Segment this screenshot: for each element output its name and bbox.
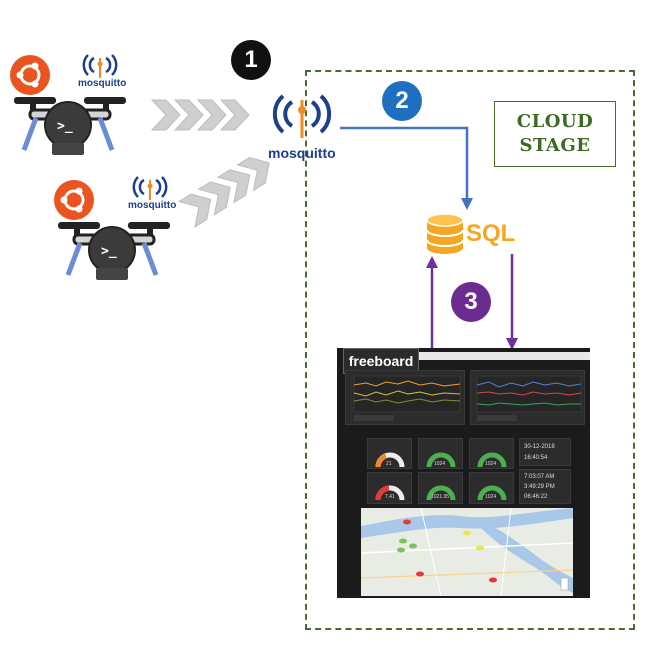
clock-time: 16:40:54: [524, 455, 548, 461]
chart-panel-right: [470, 370, 585, 425]
cloud-label-line1: CLOUD: [516, 111, 594, 132]
freeboard-logo: freeboard: [343, 348, 419, 374]
gauge-value: 1024: [434, 461, 446, 467]
times-panel: 7:03:07 AM 3:49:29 PM 06:46:22: [519, 469, 571, 504]
step-1-badge: 1: [231, 40, 271, 80]
map-marker-icon[interactable]: [463, 530, 471, 536]
zoom-control[interactable]: [560, 577, 569, 591]
gauge-value: 1024: [485, 494, 497, 500]
chevron-arrows-icon: [150, 99, 250, 131]
drone-icon: >_: [58, 222, 170, 280]
map-marker-icon[interactable]: [403, 519, 411, 525]
chart-panel-left: [345, 370, 465, 425]
line-chart: [476, 375, 582, 421]
sunrise-time: 7:03:07 AM: [524, 474, 555, 480]
map-panel[interactable]: [361, 508, 573, 596]
mosquitto-label-small: mosquitto: [78, 78, 127, 89]
uptime-value: 06:46:22: [524, 494, 548, 500]
sunset-time: 3:49:29 PM: [524, 484, 555, 490]
publish-arrow: [340, 126, 473, 210]
map-marker-icon[interactable]: [416, 571, 424, 577]
gauge-value: 7.41: [385, 494, 395, 500]
map-canvas: [361, 508, 573, 596]
cloud-stage-label: CLOUD STAGE: [494, 101, 616, 167]
map-marker-icon[interactable]: [476, 545, 484, 551]
map-marker-icon[interactable]: [489, 577, 497, 583]
cloud-label-line2: STAGE: [519, 135, 591, 156]
clock-date: 30-12-2018: [524, 444, 555, 450]
query-arrow-up: [426, 256, 438, 350]
mosquitto-logo-icon: [82, 54, 118, 78]
mosquitto-logo-icon: [132, 176, 168, 200]
map-marker-icon[interactable]: [409, 543, 417, 549]
chevron-arrows-icon: [177, 157, 270, 229]
ubuntu-logo-icon: [54, 180, 94, 220]
ubuntu-logo-icon: [10, 55, 50, 95]
gauge-value: 1024: [485, 461, 497, 467]
cloud-stage-boundary: [305, 70, 635, 630]
gauge-value: 21: [386, 461, 392, 467]
sql-label: SQL: [466, 220, 516, 247]
map-marker-icon[interactable]: [399, 538, 407, 544]
database-icon: [426, 213, 464, 254]
data-arrow-down: [506, 254, 518, 350]
line-chart: [353, 375, 461, 421]
dashboard-header-bar: [418, 352, 590, 360]
map-marker-icon[interactable]: [397, 547, 405, 553]
mosquitto-broker-label: mosquitto: [268, 145, 336, 161]
mosquitto-label-small: mosquitto: [128, 200, 177, 211]
gauge-value: 1021.95: [431, 494, 450, 500]
step-3-badge: 3: [451, 282, 491, 322]
step-2-badge: 2: [382, 81, 422, 121]
svg-text:>_: >_: [57, 119, 73, 134]
drone-icon: >_: [14, 97, 126, 155]
mosquitto-logo-icon: [272, 94, 332, 138]
clock-panel: 30-12-2018 16:40:54: [519, 438, 571, 466]
svg-text:>_: >_: [101, 244, 117, 259]
